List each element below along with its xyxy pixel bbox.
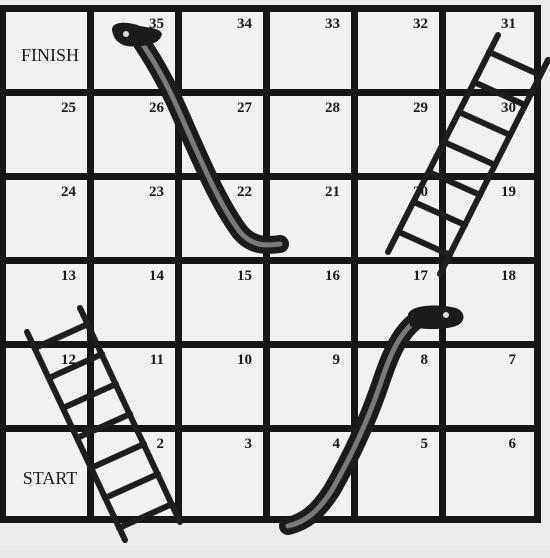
ladder-rung	[399, 232, 450, 255]
ladder-rung	[474, 82, 525, 105]
snake-17-to-4	[288, 306, 464, 526]
ladder-rung	[63, 384, 116, 408]
snake-eye	[443, 312, 449, 318]
ladder-20-to-31	[388, 35, 548, 274]
ladder-rung	[91, 444, 144, 468]
ladder-2-to-13	[27, 308, 180, 540]
ladder-rung	[105, 474, 158, 498]
ladder-rung	[489, 52, 540, 75]
ladder-rung	[459, 112, 510, 135]
ladder-rung	[444, 142, 495, 165]
ladder-rung	[77, 414, 130, 438]
ladder-rung	[119, 504, 172, 528]
ladder-rung	[429, 172, 480, 195]
ladder-rung	[49, 354, 102, 378]
snake-body-highlight	[140, 40, 280, 245]
snake-35-to-22	[112, 23, 280, 245]
snake-head	[408, 306, 464, 329]
ladder-rung	[414, 202, 465, 225]
ladder-rung	[35, 324, 88, 348]
snake-body	[288, 318, 420, 526]
snake-head	[112, 23, 162, 47]
snake-eye	[123, 31, 129, 37]
